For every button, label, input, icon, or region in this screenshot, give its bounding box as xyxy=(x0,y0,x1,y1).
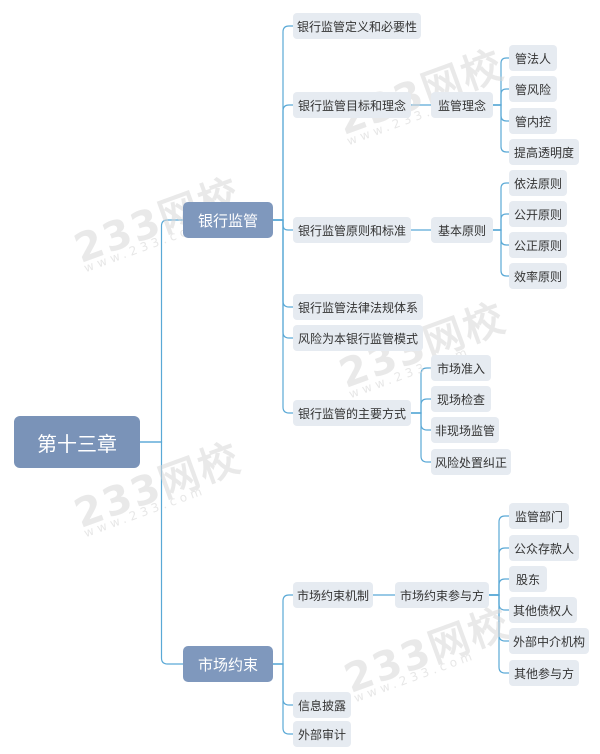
branch-bank-supervision[interactable]: 银行监管 xyxy=(183,202,273,238)
node-law[interactable]: 银行监管法律法规体系 xyxy=(293,294,423,320)
participant-item[interactable]: 股东 xyxy=(509,566,547,592)
idea-item[interactable]: 提高透明度 xyxy=(509,139,579,165)
node-definition[interactable]: 银行监管定义和必要性 xyxy=(293,13,421,39)
node-mechanism[interactable]: 市场约束机制 xyxy=(293,582,373,608)
participant-item[interactable]: 公众存款人 xyxy=(509,535,579,561)
node-goal[interactable]: 银行监管目标和理念 xyxy=(293,92,411,118)
node-idea[interactable]: 监管理念 xyxy=(431,92,493,118)
node-basic-principle[interactable]: 基本原则 xyxy=(431,217,493,243)
idea-item[interactable]: 管风险 xyxy=(509,76,557,102)
basic-item[interactable]: 依法原则 xyxy=(509,170,567,196)
participant-item[interactable]: 外部中介机构 xyxy=(509,628,589,654)
connector-line xyxy=(273,663,293,735)
connector-line xyxy=(411,398,431,414)
participant-item[interactable]: 其他债权人 xyxy=(509,597,577,623)
idea-item[interactable]: 管法人 xyxy=(509,45,557,71)
connector-line xyxy=(489,594,509,674)
node-audit[interactable]: 外部审计 xyxy=(293,721,351,747)
node-mode[interactable]: 风险为本银行监管模式 xyxy=(293,325,423,351)
connector-line xyxy=(489,515,509,596)
branch-market-discipline[interactable]: 市场约束 xyxy=(183,646,273,682)
connector-line xyxy=(493,229,509,277)
idea-item[interactable]: 管内控 xyxy=(509,108,557,134)
connector-line xyxy=(140,219,183,443)
node-participants[interactable]: 市场约束参与方 xyxy=(395,582,489,608)
method-item[interactable]: 现场检查 xyxy=(431,386,491,412)
participant-item[interactable]: 监管部门 xyxy=(509,503,569,529)
connector-line xyxy=(140,441,183,665)
connector-line xyxy=(411,367,431,414)
participant-item[interactable]: 其他参与方 xyxy=(509,660,579,686)
node-disclosure[interactable]: 信息披露 xyxy=(293,692,351,718)
root-node[interactable]: 第十三章 xyxy=(14,416,140,468)
method-item[interactable]: 风险处置纠正 xyxy=(431,449,511,475)
connector-line xyxy=(493,182,509,231)
connector-line xyxy=(273,219,293,414)
connector-line xyxy=(493,57,509,106)
connector-line xyxy=(273,594,293,665)
connector-line xyxy=(493,213,509,231)
basic-item[interactable]: 公开原则 xyxy=(509,201,567,227)
method-item[interactable]: 市场准入 xyxy=(431,355,491,381)
basic-item[interactable]: 公正原则 xyxy=(509,232,567,258)
connector-line xyxy=(489,578,509,596)
basic-item[interactable]: 效率原则 xyxy=(509,263,567,289)
connector-line xyxy=(273,104,293,221)
connector-line xyxy=(273,25,293,221)
method-item[interactable]: 非现场监管 xyxy=(431,417,499,443)
node-methods[interactable]: 银行监管的主要方式 xyxy=(293,400,411,426)
connector-line xyxy=(493,88,509,106)
connector-line xyxy=(411,412,431,463)
connector-line xyxy=(493,104,509,153)
node-principle[interactable]: 银行监管原则和标准 xyxy=(293,217,411,243)
connector-line xyxy=(489,547,509,596)
